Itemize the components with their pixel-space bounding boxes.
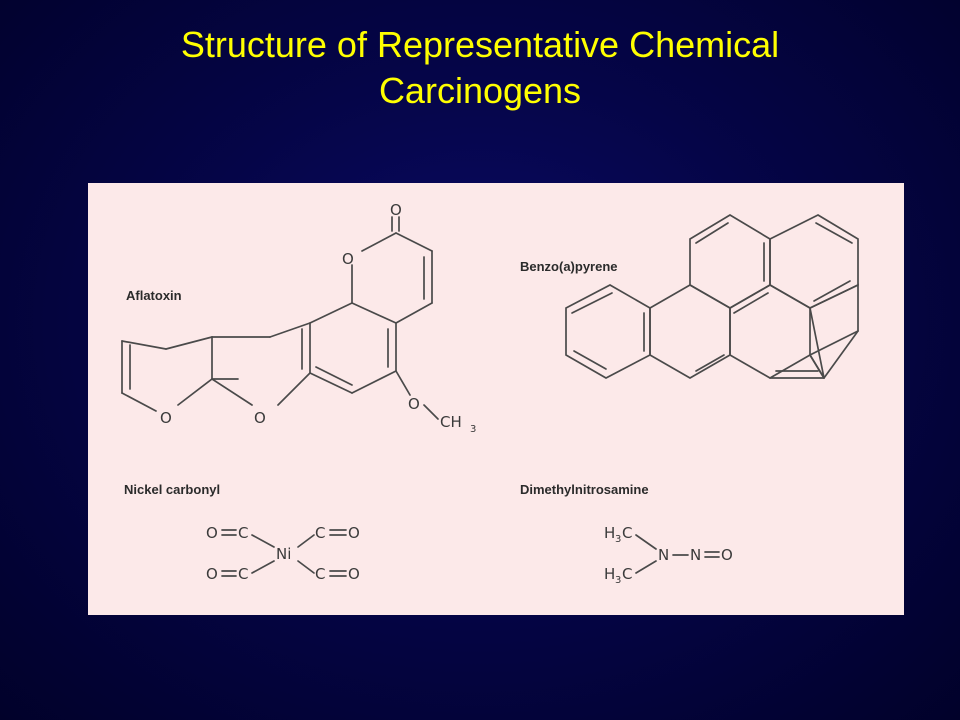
dmn-atom-h: H <box>604 565 615 583</box>
benzopyrene-double-bond <box>733 292 769 314</box>
slide-title: Structure of Representative Chemical Car… <box>0 22 960 114</box>
nickel-bond <box>251 534 275 548</box>
benzopyrene-ring <box>729 284 811 379</box>
nickel-atom-c: C <box>315 524 325 542</box>
structures-drawing: Aflatoxin <box>121 201 859 586</box>
aflatoxin-bond <box>165 336 213 350</box>
aflatoxin-bond <box>361 232 397 252</box>
nickel-atom-ni: Ni <box>276 545 291 563</box>
benzopyrene-ring <box>649 284 731 379</box>
slide-title-line1: Structure of Representative Chemical <box>180 24 780 65</box>
benzopyrene-structure <box>565 214 859 379</box>
aflatoxin-atom-o: O <box>390 201 402 219</box>
aflatoxin-bond <box>309 372 353 394</box>
benzopyrene-ring <box>808 283 859 379</box>
dmn-atom-n: N <box>690 546 701 564</box>
dmn-atom-h: H <box>604 524 615 542</box>
nickel-bond <box>251 560 275 574</box>
nickel-atom-o: O <box>206 524 218 542</box>
aflatoxin-bond <box>121 340 167 350</box>
aflatoxin-bond <box>395 302 433 324</box>
aflatoxin-bond-inner <box>315 366 353 386</box>
aflatoxin-bond <box>423 404 439 420</box>
dmn-bond <box>635 560 657 574</box>
aflatoxin-bond <box>269 322 311 338</box>
aflatoxin-atom-o: O <box>342 250 354 268</box>
aflatoxin-atom-o: O <box>160 409 172 427</box>
benzopyrene-ring <box>769 214 859 309</box>
structures-figure: Aflatoxin <box>88 183 904 615</box>
aflatoxin-bond <box>277 372 311 406</box>
aflatoxin-bond <box>351 370 397 394</box>
benzopyrene-double-bond <box>573 350 607 370</box>
nickel-atom-c: C <box>315 565 325 583</box>
aflatoxin-structure <box>121 216 439 420</box>
aflatoxin-atom-o: O <box>254 409 266 427</box>
benzopyrene-double-bond <box>695 222 729 244</box>
benzopyrene-double-bond <box>571 292 613 314</box>
dimethylnitrosamine-label: Dimethylnitrosamine <box>520 482 649 497</box>
dimethylnitrosamine-structure: H 3 C H 3 C N N O <box>604 524 733 586</box>
benzopyrene-bond <box>823 330 859 379</box>
dmn-atom-o: O <box>721 546 733 564</box>
aflatoxin-bond <box>395 370 411 396</box>
dmn-atom-c: C <box>622 524 632 542</box>
aflatoxin-bond <box>121 392 157 412</box>
nickel-atom-c: C <box>238 524 248 542</box>
benzopyrene-label: Benzo(a)pyrene <box>520 259 618 274</box>
aflatoxin-atom-o: O <box>408 395 420 413</box>
aflatoxin-atom-ch: CH <box>440 413 462 431</box>
aflatoxin-bond <box>211 378 253 406</box>
benzopyrene-bond <box>809 354 825 379</box>
aflatoxin-bond <box>309 302 353 324</box>
nickel-atom-o: O <box>348 565 360 583</box>
nickel-atom-o: O <box>206 565 218 583</box>
aflatoxin-bond <box>351 302 397 324</box>
dmn-atom-sub: 3 <box>615 575 621 586</box>
nickel-carbonyl-label: Nickel carbonyl <box>124 482 220 497</box>
benzopyrene-double-bond <box>813 280 851 302</box>
benzopyrene-ring <box>565 284 651 379</box>
nickel-atom-o: O <box>348 524 360 542</box>
slide-title-line2: Carcinogens <box>378 70 582 111</box>
aflatoxin-atom-sub: 3 <box>470 424 476 435</box>
nickel-atom-c: C <box>238 565 248 583</box>
aflatoxin-label: Aflatoxin <box>126 288 182 303</box>
dmn-bond <box>635 534 657 550</box>
benzopyrene-double-bond <box>815 222 853 244</box>
dmn-atom-c: C <box>622 565 632 583</box>
dmn-atom-n: N <box>658 546 669 564</box>
benzopyrene-ring <box>689 214 771 309</box>
aflatoxin-bond <box>177 378 213 406</box>
nickel-carbonyl-structure: O C O C Ni C O C O <box>206 524 360 583</box>
benzopyrene-double-bond <box>695 354 725 372</box>
dmn-atom-sub: 3 <box>615 534 621 545</box>
aflatoxin-bond <box>395 232 433 252</box>
nickel-bond <box>297 560 315 574</box>
nickel-bond <box>297 534 315 548</box>
